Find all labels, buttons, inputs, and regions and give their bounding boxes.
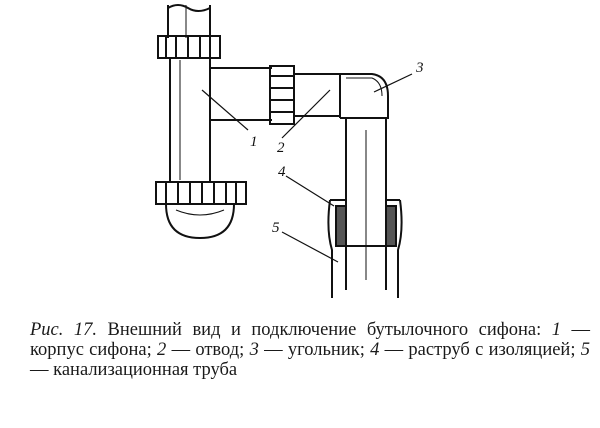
caption-text-5: — канализационная труба	[30, 360, 238, 380]
caption-num-2: 2	[157, 340, 167, 360]
outlet-nut	[269, 65, 295, 125]
siphon-diagram: 1 2 3 4 5	[155, 4, 424, 298]
caption-text-4: — раструб с изоляцией;	[379, 340, 581, 360]
caption-num-1: 1	[551, 320, 561, 340]
caption-title: Внешний вид и подключение бутылочного си…	[97, 320, 552, 340]
caption-num-3: 3	[249, 340, 259, 360]
socket	[327, 199, 403, 298]
figure-caption: Рис. 17. Внешний вид и подключение бутыл…	[30, 320, 590, 380]
caption-figure-number: Рис. 17.	[30, 320, 98, 340]
label-2: 2	[277, 140, 285, 156]
caption-num-5: 5	[580, 340, 590, 360]
caption-text-1: — корпус сифона;	[30, 320, 591, 360]
outlet-pipe	[294, 73, 340, 117]
label-3: 3	[415, 60, 424, 76]
caption-num-4: 4	[370, 340, 380, 360]
elbow	[339, 73, 389, 119]
leader-lines	[201, 73, 413, 263]
bottom-cup	[155, 181, 247, 240]
caption-text-2: — отвод;	[166, 340, 250, 360]
label-1: 1	[250, 134, 258, 150]
label-4: 4	[278, 164, 286, 180]
caption-text-3: — угольник;	[258, 340, 371, 360]
top-nut	[157, 35, 221, 59]
label-5: 5	[272, 220, 280, 236]
siphon-body	[169, 58, 272, 182]
drain-pipe	[345, 118, 387, 290]
inlet-pipe	[167, 4, 211, 38]
